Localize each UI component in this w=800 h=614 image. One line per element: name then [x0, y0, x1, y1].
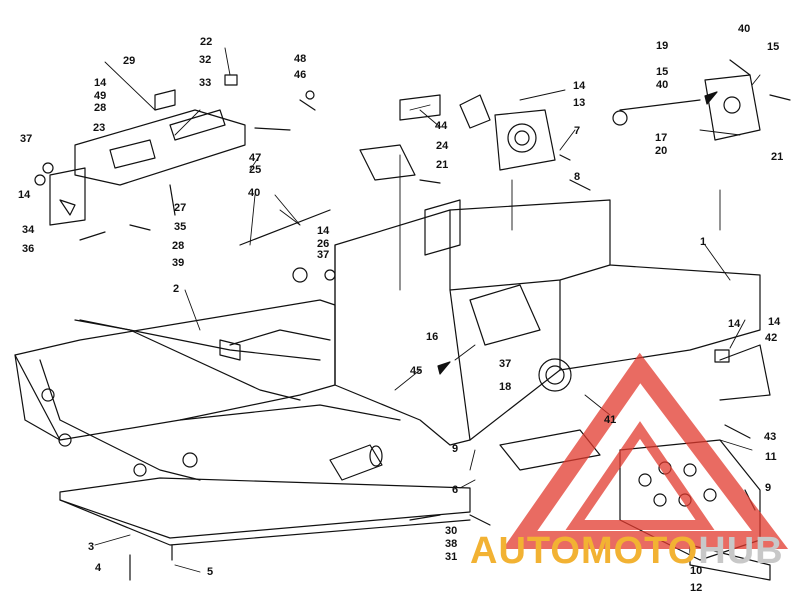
callout-label: 15: [656, 66, 669, 78]
callout-label: 9: [765, 482, 772, 494]
callout-label: 45: [410, 365, 423, 377]
watermark-hub: HUB: [698, 530, 784, 572]
handle-42: [719, 344, 771, 401]
tunnel-chassis: [14, 299, 401, 481]
watermark-moto: MOTO: [580, 530, 699, 572]
callout-label: 40: [738, 23, 751, 35]
callout-label: 41: [604, 414, 617, 426]
callout-label: 33: [199, 77, 212, 89]
callout-label: 49: [94, 90, 107, 102]
callout-label: 37: [20, 133, 33, 145]
callout-label: 14: [573, 80, 586, 92]
callout-label: 21: [771, 151, 784, 163]
callout-label: 19: [656, 40, 669, 52]
callout-label: 22: [200, 36, 213, 48]
callout-label: 24: [436, 140, 449, 152]
callout-label: 20: [655, 145, 668, 157]
callout-label: 14: [94, 77, 107, 89]
fasteners: [34, 59, 791, 581]
callout-label: 10: [690, 565, 703, 577]
callout-label: 23: [93, 122, 106, 134]
callout-label: 44: [435, 120, 448, 132]
callout-label: 16: [426, 331, 439, 343]
callout-label: 37: [317, 249, 330, 261]
callout-label: 3: [88, 541, 95, 553]
callout-label: 36: [22, 243, 35, 255]
callout-label: 38: [445, 538, 458, 550]
callout-label: 43: [764, 431, 777, 443]
callout-label: 6: [452, 484, 459, 496]
main-frame: [334, 199, 761, 471]
callout-label: 8: [574, 171, 581, 183]
callout-label: 14: [768, 316, 781, 328]
bracket-13: [494, 109, 556, 171]
steering-tube: [329, 444, 383, 481]
callout-label: 30: [445, 525, 458, 537]
callout-label: 1: [700, 236, 707, 248]
callout-label: 46: [294, 69, 307, 81]
callout-label: 29: [123, 55, 136, 67]
leader-lines: [94, 47, 761, 573]
callout-label: 35: [174, 221, 187, 233]
callout-label: 32: [199, 54, 212, 66]
callout-label: 7: [574, 125, 581, 137]
callout-label: 42: [765, 332, 778, 344]
callout-label: 34: [22, 224, 35, 236]
callout-label: 37: [499, 358, 512, 370]
callout-label: 21: [436, 159, 449, 171]
callout-label: 18: [499, 381, 512, 393]
top-console-bracket: [74, 74, 246, 186]
right-bracket: [612, 74, 761, 141]
callout-label: 11: [765, 451, 777, 463]
plate-44: [399, 94, 441, 121]
callout-label: 15: [767, 41, 780, 53]
callout-label: 28: [172, 240, 185, 252]
callout-label: 12: [690, 582, 703, 594]
callout-label: 28: [94, 102, 107, 114]
callout-label: 39: [172, 257, 185, 269]
callout-label: 17: [655, 132, 668, 144]
callout-label: 26: [317, 238, 330, 250]
callout-label: 27: [174, 202, 187, 214]
callout-label: 4: [95, 562, 102, 574]
callout-label: 2: [173, 283, 180, 295]
callout-label: 31: [445, 551, 458, 563]
callout-label: 47: [249, 152, 262, 164]
callout-label: 25: [249, 164, 262, 176]
plate-24: [359, 144, 416, 181]
watermark-triangle: [502, 352, 789, 549]
callout-label: 14: [317, 225, 330, 237]
watermark-auto: AUTO: [470, 530, 581, 572]
callout-label: 14: [18, 189, 31, 201]
callout-label: 40: [248, 187, 261, 199]
callout-label: 14: [728, 318, 741, 330]
belly-pan: [59, 477, 471, 546]
callout-label: 9: [452, 443, 459, 455]
watermark-logo: AUTOMOTOHUB: [470, 532, 784, 570]
callout-label: 48: [294, 53, 307, 65]
callout-label: 13: [573, 97, 586, 109]
callout-label: 5: [207, 566, 214, 578]
callout-label: 40: [656, 79, 669, 91]
left-plate: [49, 167, 86, 226]
